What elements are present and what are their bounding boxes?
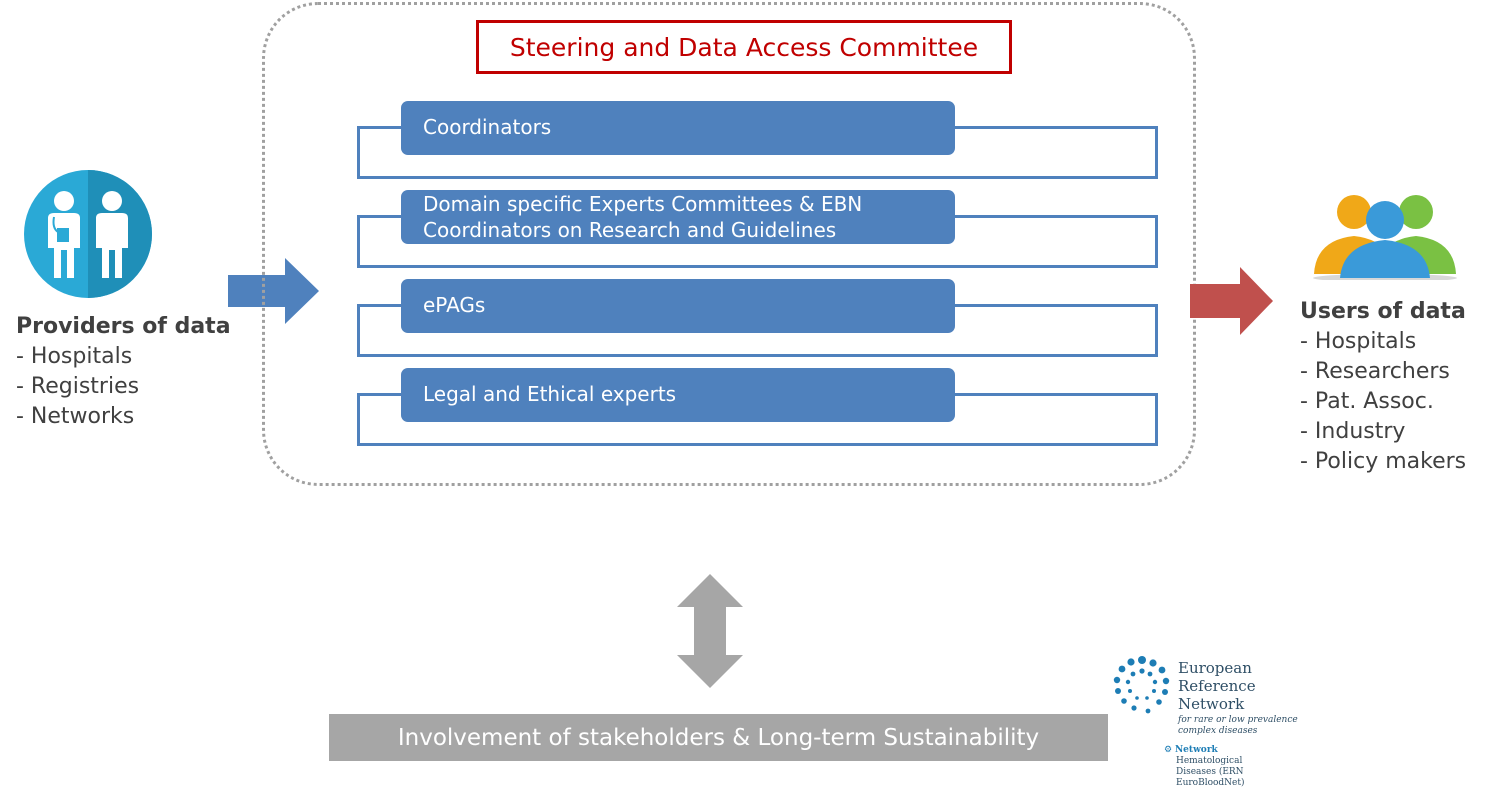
logo-network-line: Hematological <box>1176 756 1243 766</box>
group-label-text: Legal and Ethical experts <box>423 382 677 406</box>
group-label-line: Coordinators on Research and Guidelines <box>423 218 837 242</box>
sustainability-banner: Involvement of stakeholders & Long-term … <box>329 714 1108 761</box>
users-item: - Policy makers <box>1300 449 1467 474</box>
doctor-and-patient-icon <box>24 170 152 298</box>
ern-logo: European Reference Network for rare or l… <box>1112 655 1312 788</box>
group-label: Coordinators <box>401 101 955 155</box>
users-item: - Industry <box>1300 419 1406 444</box>
users-item: - Researchers <box>1300 359 1450 384</box>
logo-subline: complex diseases <box>1178 726 1258 736</box>
logo-line: Reference <box>1178 677 1256 695</box>
users-heading: Users of data <box>1300 299 1466 324</box>
logo-line: Network <box>1178 695 1245 713</box>
group-label: Domain specific Experts Committees & EBN… <box>401 190 955 244</box>
network-gear-icon: ⚙ <box>1164 745 1173 755</box>
double-arrow-vertical-icon <box>677 574 743 688</box>
providers-item: - Registries <box>16 374 140 399</box>
committee-title: Steering and Data Access Committee <box>476 20 1012 74</box>
users-list: Users of data - Hospitals - Researchers … <box>1300 297 1466 477</box>
group-label: ePAGs <box>401 279 955 333</box>
group-label: Legal and Ethical experts <box>401 368 955 422</box>
group-label-text: ePAGs <box>423 293 486 317</box>
logo-line: European <box>1178 659 1252 677</box>
logo-network-label: Network <box>1174 745 1218 755</box>
ern-dots-logo <box>1113 656 1170 714</box>
providers-item: - Networks <box>16 404 135 429</box>
logo-subline: for rare or low prevalence <box>1178 715 1298 725</box>
committee-container <box>262 2 1196 486</box>
users-item: - Hospitals <box>1300 329 1417 354</box>
providers-heading: Providers of data <box>16 314 231 339</box>
group-label-text: Coordinators <box>423 115 552 139</box>
providers-item: - Hospitals <box>16 344 133 369</box>
arrow-right-blue-icon <box>228 258 319 324</box>
users-item: - Pat. Assoc. <box>1300 389 1434 414</box>
logo-network-line: Diseases (ERN EuroBloodNet) <box>1176 767 1245 788</box>
group-label-line: Domain specific Experts Committees & EBN <box>423 192 863 216</box>
arrow-right-red-icon <box>1190 267 1273 335</box>
providers-list: Providers of data - Hospitals - Registri… <box>16 312 231 432</box>
user-group-icon <box>1313 195 1457 280</box>
